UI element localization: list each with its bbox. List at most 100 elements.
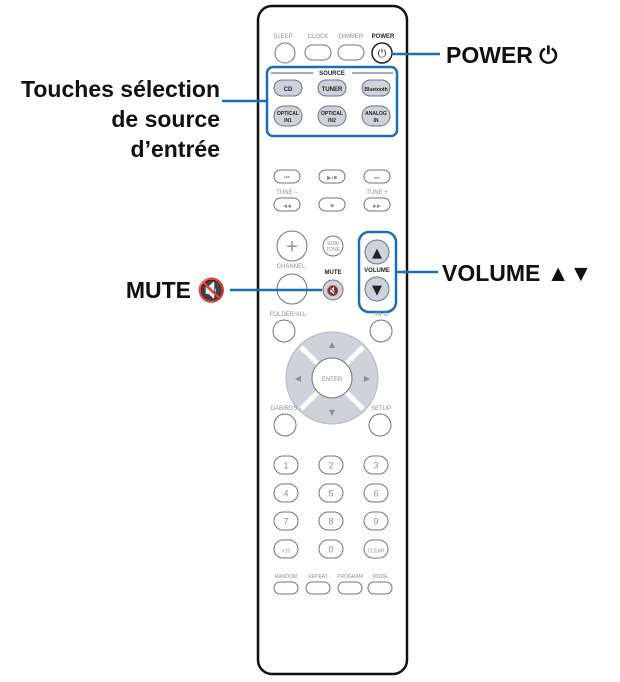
fast-forward-icon: ▶▶	[373, 204, 381, 210]
repeat-button[interactable]	[305, 581, 331, 595]
clock-button[interactable]	[304, 44, 332, 61]
dpad: ENTER ▲ ▼ ◀ ▶	[285, 331, 379, 425]
dpad-up-icon[interactable]: ▲	[329, 340, 336, 349]
numpad-key-label: 7	[283, 517, 288, 527]
folder-all-button[interactable]	[272, 319, 296, 343]
source-optical1-label-line2: IN1	[284, 118, 292, 124]
source-optical2-label-line2: IN2	[328, 118, 336, 124]
numpad-key-label: 6	[373, 489, 378, 499]
mode-button[interactable]	[367, 581, 393, 595]
rewind-icon: ◀◀	[283, 204, 291, 210]
numpad-key-label: 1	[283, 461, 288, 471]
source-optical2-label-line1: OPTICAL	[321, 111, 343, 117]
source-analog-button[interactable]	[361, 105, 391, 127]
sdb-label-line2: TONE	[326, 247, 340, 253]
numpad-key-7[interactable]	[273, 511, 299, 531]
dab-rds-button[interactable]	[273, 413, 297, 437]
next-track-icon: ⏭	[374, 176, 380, 182]
dpad-left-icon[interactable]: ◀	[295, 374, 302, 383]
numpad-key-3[interactable]	[363, 455, 389, 475]
dpad-right-icon[interactable]: ▶	[364, 374, 371, 383]
numpad-key-2[interactable]	[318, 455, 344, 475]
info-button[interactable]	[369, 319, 393, 343]
mode-label: MODE	[373, 574, 389, 580]
volume-up-button[interactable]	[364, 239, 390, 265]
prev-track-icon: ⏮	[284, 176, 290, 182]
prev-track-button[interactable]	[273, 169, 301, 184]
info-label: INFO	[374, 312, 389, 318]
repeat-label: REPEAT	[308, 574, 328, 580]
dpad-down-icon[interactable]: ▼	[329, 408, 336, 417]
numpad-key-label: 5	[328, 489, 333, 499]
source-tuner-button[interactable]	[317, 79, 347, 97]
channel-plus-icon: +	[286, 236, 298, 258]
source-tuner-label: TUNER	[322, 87, 343, 93]
volume-up-icon: ▲	[372, 246, 382, 261]
numpad-key-label: CLEAR	[368, 549, 385, 555]
volume-down-icon: ▼	[372, 283, 382, 298]
source-bluetooth-label: Bluetooth	[364, 87, 387, 93]
volume-down-button[interactable]	[364, 276, 390, 302]
enter-button[interactable]	[311, 357, 353, 399]
dab-rds-label: DAB/RDS	[271, 406, 298, 412]
setup-button[interactable]	[368, 413, 392, 437]
mute-button[interactable]	[322, 279, 344, 301]
source-optical1-button[interactable]	[273, 105, 303, 127]
source-title: SOURCE	[319, 71, 345, 77]
source-cd-label: CD	[284, 87, 293, 93]
numpad-key-clear[interactable]	[363, 539, 389, 559]
sdb-label-line1: SDB/	[327, 241, 339, 247]
stop-button[interactable]	[318, 197, 346, 212]
next-track-button[interactable]	[363, 169, 391, 184]
sleep-label: SLEEP	[273, 34, 292, 40]
sleep-button[interactable]	[274, 42, 296, 64]
sdb-tone-button[interactable]	[322, 235, 344, 257]
numpad-key-plus10[interactable]	[273, 539, 299, 559]
numpad-key-label: 4	[283, 489, 288, 499]
program-button[interactable]	[337, 581, 363, 595]
tune-plus-label: TUNE +	[366, 190, 388, 196]
mute-icon: 🔇	[327, 284, 339, 297]
channel-plus-button[interactable]	[276, 230, 308, 262]
numpad-key-4[interactable]	[273, 483, 299, 503]
numpad-key-6[interactable]	[363, 483, 389, 503]
rewind-button[interactable]	[273, 197, 301, 212]
volume-label: VOLUME	[364, 268, 390, 274]
numpad-key-5[interactable]	[318, 483, 344, 503]
numpad-key-label: 0	[328, 545, 333, 555]
random-button[interactable]	[273, 581, 299, 595]
tune-minus-label: TUNE −	[276, 190, 298, 196]
numpad-key-label: 8	[328, 517, 333, 527]
numpad-key-label: 9	[373, 517, 378, 527]
program-label: PROGRAM	[337, 574, 363, 580]
source-analog-label-line2: IN	[374, 118, 379, 124]
folder-all-label: FOLDER/ALL	[270, 312, 307, 318]
setup-label: SETUP	[371, 406, 391, 412]
source-cd-button[interactable]	[273, 79, 303, 97]
play-pause-button[interactable]	[318, 169, 346, 184]
numpad-key-1[interactable]	[273, 455, 299, 475]
numpad-key-8[interactable]	[318, 511, 344, 531]
source-optical1-label-line1: OPTICAL	[277, 111, 299, 117]
stop-icon: ■	[330, 204, 334, 210]
numpad-key-label: 2	[328, 461, 333, 471]
source-bluetooth-button[interactable]	[361, 79, 391, 97]
numpad-key-9[interactable]	[363, 511, 389, 531]
play-pause-icon: ▶/■	[327, 176, 337, 182]
dimmer-button[interactable]	[337, 44, 365, 61]
numpad-key-0[interactable]	[318, 539, 344, 559]
mute-label: MUTE	[325, 270, 342, 276]
clock-label: CLOCK	[308, 34, 329, 40]
power-label: POWER	[372, 34, 395, 40]
source-optical2-button[interactable]	[317, 105, 347, 127]
numpad-key-label: 3	[373, 461, 378, 471]
random-label: RANDOM	[275, 574, 297, 580]
power-icon: ⏻	[378, 47, 387, 60]
source-analog-label-line1: ANALOG	[365, 111, 387, 117]
dimmer-label: DIMMER	[339, 34, 364, 40]
power-button[interactable]	[371, 42, 393, 64]
channel-label: CHANNEL	[277, 264, 306, 270]
fast-forward-button[interactable]	[363, 197, 391, 212]
